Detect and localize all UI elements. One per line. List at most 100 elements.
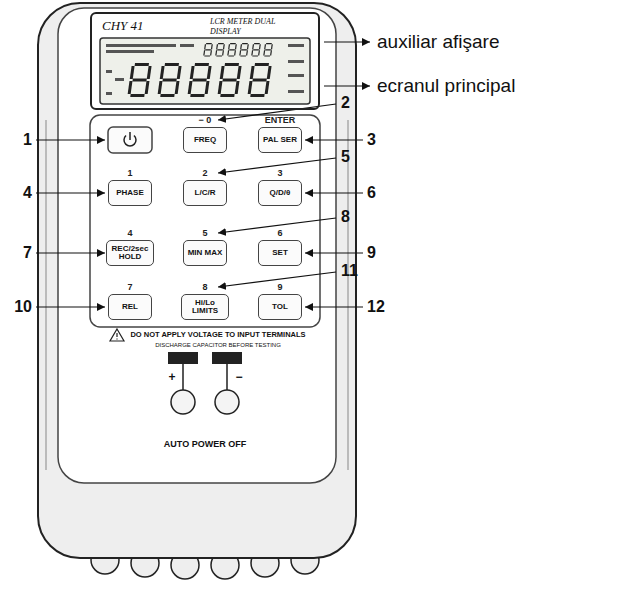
display-arrows <box>324 42 370 86</box>
key-shift-label: ENTER <box>258 115 302 127</box>
lcd-indicator <box>180 44 194 47</box>
key-label: Q/D/θ <box>270 189 291 197</box>
keypad-button: 8Hi/Lo LIMITS <box>181 282 229 320</box>
polarity-mark: − <box>235 371 242 384</box>
key-label: REL <box>122 303 138 311</box>
keypad-button: 2L/C/R <box>183 168 227 206</box>
lcd-digit <box>247 63 272 97</box>
key-shift-label: 9 <box>258 282 302 294</box>
key-cap: TOL <box>258 294 302 320</box>
lcd-indicator <box>106 92 112 95</box>
leader-arrow <box>305 139 363 140</box>
key-label: PHASE <box>116 189 144 197</box>
callout-number: 11 <box>341 262 358 280</box>
key-shift-label: 6 <box>258 228 302 240</box>
leader-arrow <box>324 85 370 86</box>
key-label: L/C/R <box>195 189 216 197</box>
lcd-indicator <box>106 50 154 53</box>
lcd-digit <box>251 43 261 57</box>
leader-arrow <box>305 192 363 193</box>
lcd-indicator <box>106 44 176 47</box>
leader-arrow <box>218 158 336 173</box>
keypad-button: ENTERPAL SER <box>258 115 302 153</box>
warning-text: DO NOT APPLY VOLTAGE TO INPUT TERMINALS <box>130 331 305 339</box>
display-label: ecranul principal <box>377 76 515 97</box>
case-inscription: AUTO POWER OFF <box>164 440 246 450</box>
key-label: Hi/Lo LIMITS <box>185 299 225 316</box>
keypad-button: 6SET <box>258 228 302 266</box>
leader-arrow <box>36 192 105 193</box>
key-cap: Q/D/θ <box>258 180 302 206</box>
key-shift-label: 5 <box>183 228 227 240</box>
lcd-indicator <box>288 60 304 63</box>
key-shift-label: − 0 <box>183 115 227 127</box>
callout-number: 6 <box>367 184 376 202</box>
key-cap: REL <box>108 294 152 320</box>
callout-number: 5 <box>341 148 350 166</box>
warning-triangle <box>110 329 124 341</box>
key-shift-label: 3 <box>258 168 302 180</box>
key-cap: SET <box>258 240 302 266</box>
keypad-panel <box>90 115 320 327</box>
keypad-button: 7REL <box>108 282 152 320</box>
leader-arrow <box>36 306 105 307</box>
key-shift-label: 8 <box>181 282 229 294</box>
key-cap: MIN MAX <box>183 240 227 266</box>
power-button <box>108 127 152 153</box>
callout-leaders <box>36 104 363 307</box>
key-shift-label: 4 <box>106 228 154 240</box>
leader-arrow <box>324 41 370 42</box>
callout-number: 9 <box>367 244 376 262</box>
meter-face <box>58 8 336 483</box>
display-frame: CHY 41 LCR METER DUAL DISPLAY <box>90 12 320 110</box>
power-symbol <box>129 132 131 140</box>
lcd-digit <box>263 43 273 57</box>
lcd-indicator <box>288 74 304 77</box>
lcd-digit <box>203 43 213 57</box>
key-label: SET <box>272 249 288 257</box>
key-label: MIN MAX <box>188 249 223 257</box>
leader-arrow <box>218 218 336 233</box>
lcd-digit <box>215 43 225 57</box>
leader-arrow <box>36 252 105 253</box>
leader-arrow <box>305 306 363 307</box>
keypad-button: 9TOL <box>258 282 302 320</box>
key-label: FREQ <box>194 136 216 144</box>
lcd-indicator <box>288 44 304 47</box>
warning-triangle <box>116 333 117 340</box>
lcd-digit <box>157 63 182 97</box>
key-label: TOL <box>272 303 288 311</box>
key-cap: PHASE <box>108 180 152 206</box>
model-name: CHY 41 <box>102 18 144 34</box>
key-cap: PAL SER <box>258 127 302 153</box>
lcd-window <box>100 38 310 104</box>
keypad-button: 4REC/2sec HOLD <box>106 228 154 266</box>
key-cap: FREQ <box>183 127 227 153</box>
lcd-indicator <box>288 90 304 93</box>
leader-arrow <box>305 252 363 253</box>
meter-type: LCR METER DUAL DISPLAY <box>210 17 282 36</box>
keypad-button: 1PHASE <box>108 168 152 206</box>
terminal-jack <box>171 390 195 414</box>
warning-text: DISCHARGE CAPACITOR BEFORE TESTING <box>155 342 281 349</box>
display-label: auxiliar afişare <box>377 32 500 53</box>
input-terminal <box>212 352 242 364</box>
callout-number: 2 <box>341 94 350 112</box>
key-shift-label: 7 <box>108 282 152 294</box>
key-shift-label: 2 <box>183 168 227 180</box>
key-shift-label: 1 <box>108 168 152 180</box>
callout-number: 1 <box>23 131 32 149</box>
callout-number: 10 <box>14 298 32 316</box>
lcd-small-digits <box>203 43 273 57</box>
key-cap: Hi/Lo LIMITS <box>181 294 229 320</box>
meter-case <box>38 3 356 558</box>
lcd-digit <box>227 43 237 57</box>
keypad-button: − 0 FREQ <box>183 115 227 153</box>
keypad-button: 5MIN MAX <box>183 228 227 266</box>
lcd-digit <box>187 63 212 97</box>
callout-number: 12 <box>367 298 385 316</box>
callout-number: 8 <box>341 208 350 226</box>
leader-arrow <box>218 272 336 287</box>
